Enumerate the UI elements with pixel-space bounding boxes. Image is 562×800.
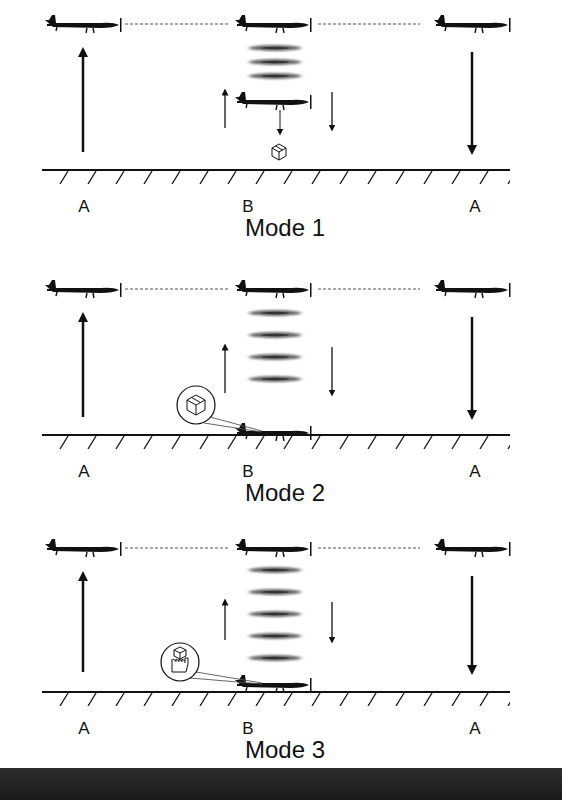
mode-panel [42, 280, 511, 449]
mode-caption: Mode 3 [245, 738, 325, 762]
point-label: A [78, 198, 89, 215]
point-label: A [469, 198, 480, 215]
point-label: A [78, 463, 89, 480]
point-label: A [78, 720, 89, 737]
mode-panel [42, 539, 511, 706]
point-label: A [469, 720, 480, 737]
point-label: B [242, 463, 253, 480]
footer-bar [0, 768, 562, 800]
mode-panel [42, 15, 511, 184]
point-label: A [469, 463, 480, 480]
mode-caption: Mode 2 [245, 481, 325, 505]
mode-caption: Mode 1 [245, 216, 325, 240]
point-label: B [242, 198, 253, 215]
point-label: B [242, 720, 253, 737]
